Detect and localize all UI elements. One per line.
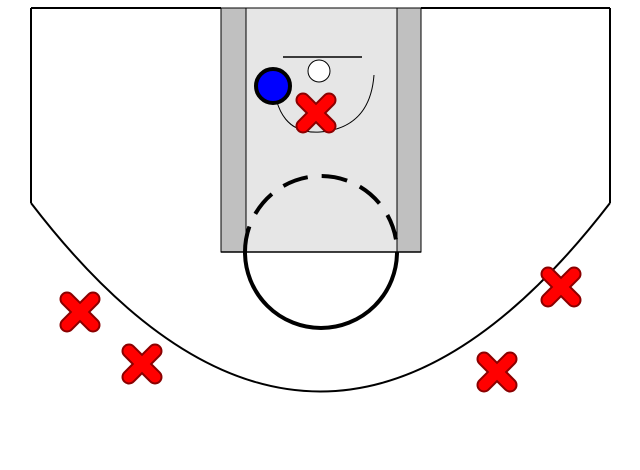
- offense-x-icon-left-corner: [129, 351, 155, 377]
- rim: [307, 59, 331, 83]
- defender-marker: [254, 67, 292, 105]
- offense-x-icon-right-wing: [548, 274, 574, 300]
- offense-x-icon-left-wing: [67, 299, 93, 325]
- paint-area: [245, 7, 398, 253]
- three-point-arc: [30, 202, 611, 393]
- free-throw-circle-bottom: [243, 251, 399, 330]
- lane-block-left: [220, 7, 247, 253]
- lane-block-right: [396, 7, 422, 253]
- free-throw-circle-top-dashed: [243, 174, 399, 253]
- offense-x-icon-right-corner: [484, 359, 510, 385]
- restricted-area-arc: [272, 74, 375, 133]
- offense-x-icon-post: [303, 100, 329, 126]
